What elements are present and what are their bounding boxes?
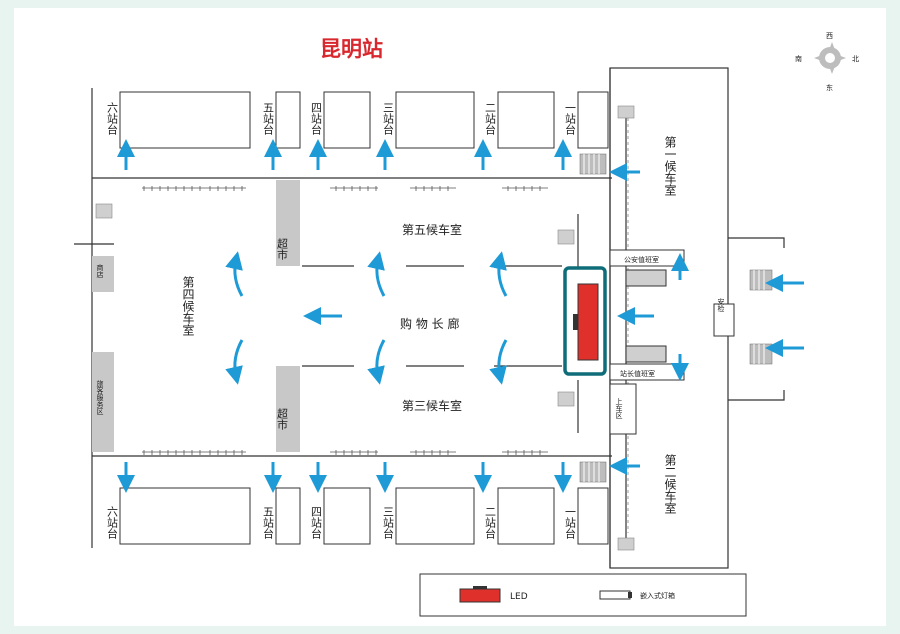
supermarket-top-label: 超市 (276, 237, 289, 261)
legend: LED 嵌入式灯箱 (419, 573, 747, 617)
legend-lightbox-swatch (599, 590, 631, 600)
fifth-waiting-room-label: 第五候车室 (402, 222, 462, 237)
platforms-bottom (119, 487, 609, 545)
tourist-service-label: 旅客服务区 (96, 379, 104, 415)
boarding-area-label: 上车区 (615, 397, 623, 419)
grey-zones (92, 180, 300, 452)
corridor-label: 购 物 长 廊 (400, 316, 459, 331)
legend-led-swatch (459, 588, 501, 603)
compass-south: 南 (795, 54, 802, 63)
security-check-label: 安检 (717, 297, 725, 313)
floor-plan: 昆明站 西 东 南 北 (74, 32, 859, 617)
compass-west: 西 (826, 32, 833, 40)
platform-label: 三站台 (382, 506, 395, 539)
shop-label: 商店 (96, 263, 104, 279)
compass-east: 东 (826, 83, 833, 92)
platform-labels-top: 六站台 五站台 四站台 三站台 二站台 一站台 (106, 102, 577, 135)
platform-label: 六站台 (106, 102, 119, 135)
platform-label: 二站台 (484, 506, 497, 539)
compass-north: 北 (852, 55, 859, 63)
lightbox-icons (95, 105, 635, 551)
compass: 西 东 南 北 (795, 32, 859, 92)
led-screen (577, 283, 599, 361)
led-mount (573, 314, 578, 330)
platform-label: 一站台 (564, 102, 577, 135)
platform-label: 四站台 (310, 506, 323, 539)
platform-label: 五站台 (262, 102, 275, 135)
platform-label: 四站台 (310, 102, 323, 135)
platform-labels-bottom: 六站台 五站台 四站台 三站台 二站台 一站台 (106, 506, 577, 539)
platform-label: 五站台 (262, 506, 275, 539)
strip-lines (583, 154, 765, 482)
first-waiting-room-label: 第一候车室 (663, 136, 677, 196)
platforms-top (119, 91, 609, 149)
platform-label: 六站台 (106, 506, 119, 539)
platform-label: 一站台 (564, 506, 577, 539)
platform-label: 三站台 (382, 102, 395, 135)
second-waiting-room-label: 第二候车室 (663, 454, 677, 514)
corridor-gaps (354, 264, 494, 368)
flow-arrows (117, 139, 804, 493)
station-map: 昆明站 西 东 南 北 (14, 8, 886, 626)
third-waiting-room-label: 第三候车室 (402, 398, 462, 413)
offices (609, 249, 735, 435)
gate-fences (142, 186, 548, 455)
platform-label: 二站台 (484, 102, 497, 135)
map-title: 昆明站 (320, 37, 383, 61)
legend-lightbox-label: 嵌入式灯箱 (640, 591, 675, 600)
legend-led-label: LED (510, 592, 528, 602)
police-office-label: 公安值班室 (624, 255, 659, 264)
lightbox-strips (579, 153, 773, 483)
fourth-waiting-room-label: 第四候车室 (181, 276, 195, 336)
stationmaster-office-label: 站长值班室 (620, 369, 655, 378)
led-highlight (563, 266, 607, 376)
supermarket-bottom-label: 超市 (276, 407, 289, 431)
